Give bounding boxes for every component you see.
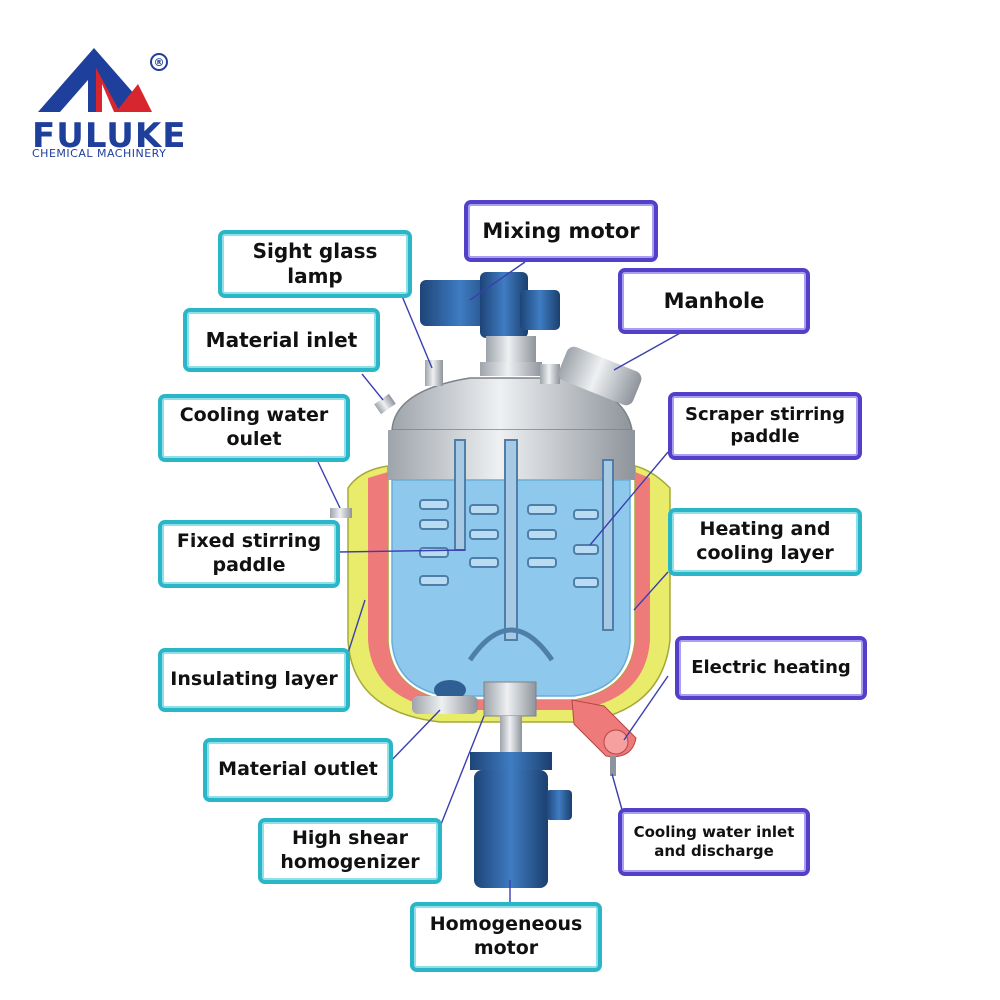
- mixing-motor-shape: [420, 272, 560, 376]
- electric-heating-shape: [571, 699, 637, 776]
- leader-lines: [317, 261, 683, 902]
- label-cooling-water-outlet: Cooling water oulet: [158, 394, 350, 462]
- label-homogeneous-motor: Homogeneous motor: [410, 902, 602, 972]
- material-outlet-shape: [412, 680, 478, 714]
- label-electric-heating: Electric heating: [675, 636, 867, 700]
- registered-mark: ®: [150, 53, 168, 71]
- brand-name: FULUKE: [32, 116, 187, 156]
- brand-tagline: CHEMICAL MACHINERY: [32, 147, 167, 160]
- top-nozzles: [374, 346, 642, 415]
- logo-mark-icon: [38, 48, 152, 112]
- agitator: [419, 439, 614, 662]
- label-fixed-stirring-paddle: Fixed stirring paddle: [158, 520, 340, 588]
- homogenizer-shape: [483, 681, 537, 752]
- label-scraper-stirring-paddle: Scraper stirring paddle: [668, 392, 862, 460]
- homogeneous-motor-shape: [470, 752, 572, 888]
- label-cooling-water-inlet-discharge: Cooling water inlet and discharge: [618, 808, 810, 876]
- label-insulating-layer: Insulating layer: [158, 648, 350, 712]
- label-material-inlet: Material inlet: [183, 308, 380, 372]
- label-heating-cooling-layer: Heating and cooling layer: [668, 508, 862, 576]
- label-material-outlet: Material outlet: [203, 738, 393, 802]
- label-manhole: Manhole: [618, 268, 810, 334]
- cooling-outlet-pipe: [330, 508, 352, 518]
- label-high-shear-homogenizer: High shear homogenizer: [258, 818, 442, 884]
- label-sight-glass-lamp: Sight glass lamp: [218, 230, 412, 298]
- heating-cooling-layer-shape: [368, 472, 650, 710]
- label-mixing-motor: Mixing motor: [464, 200, 658, 262]
